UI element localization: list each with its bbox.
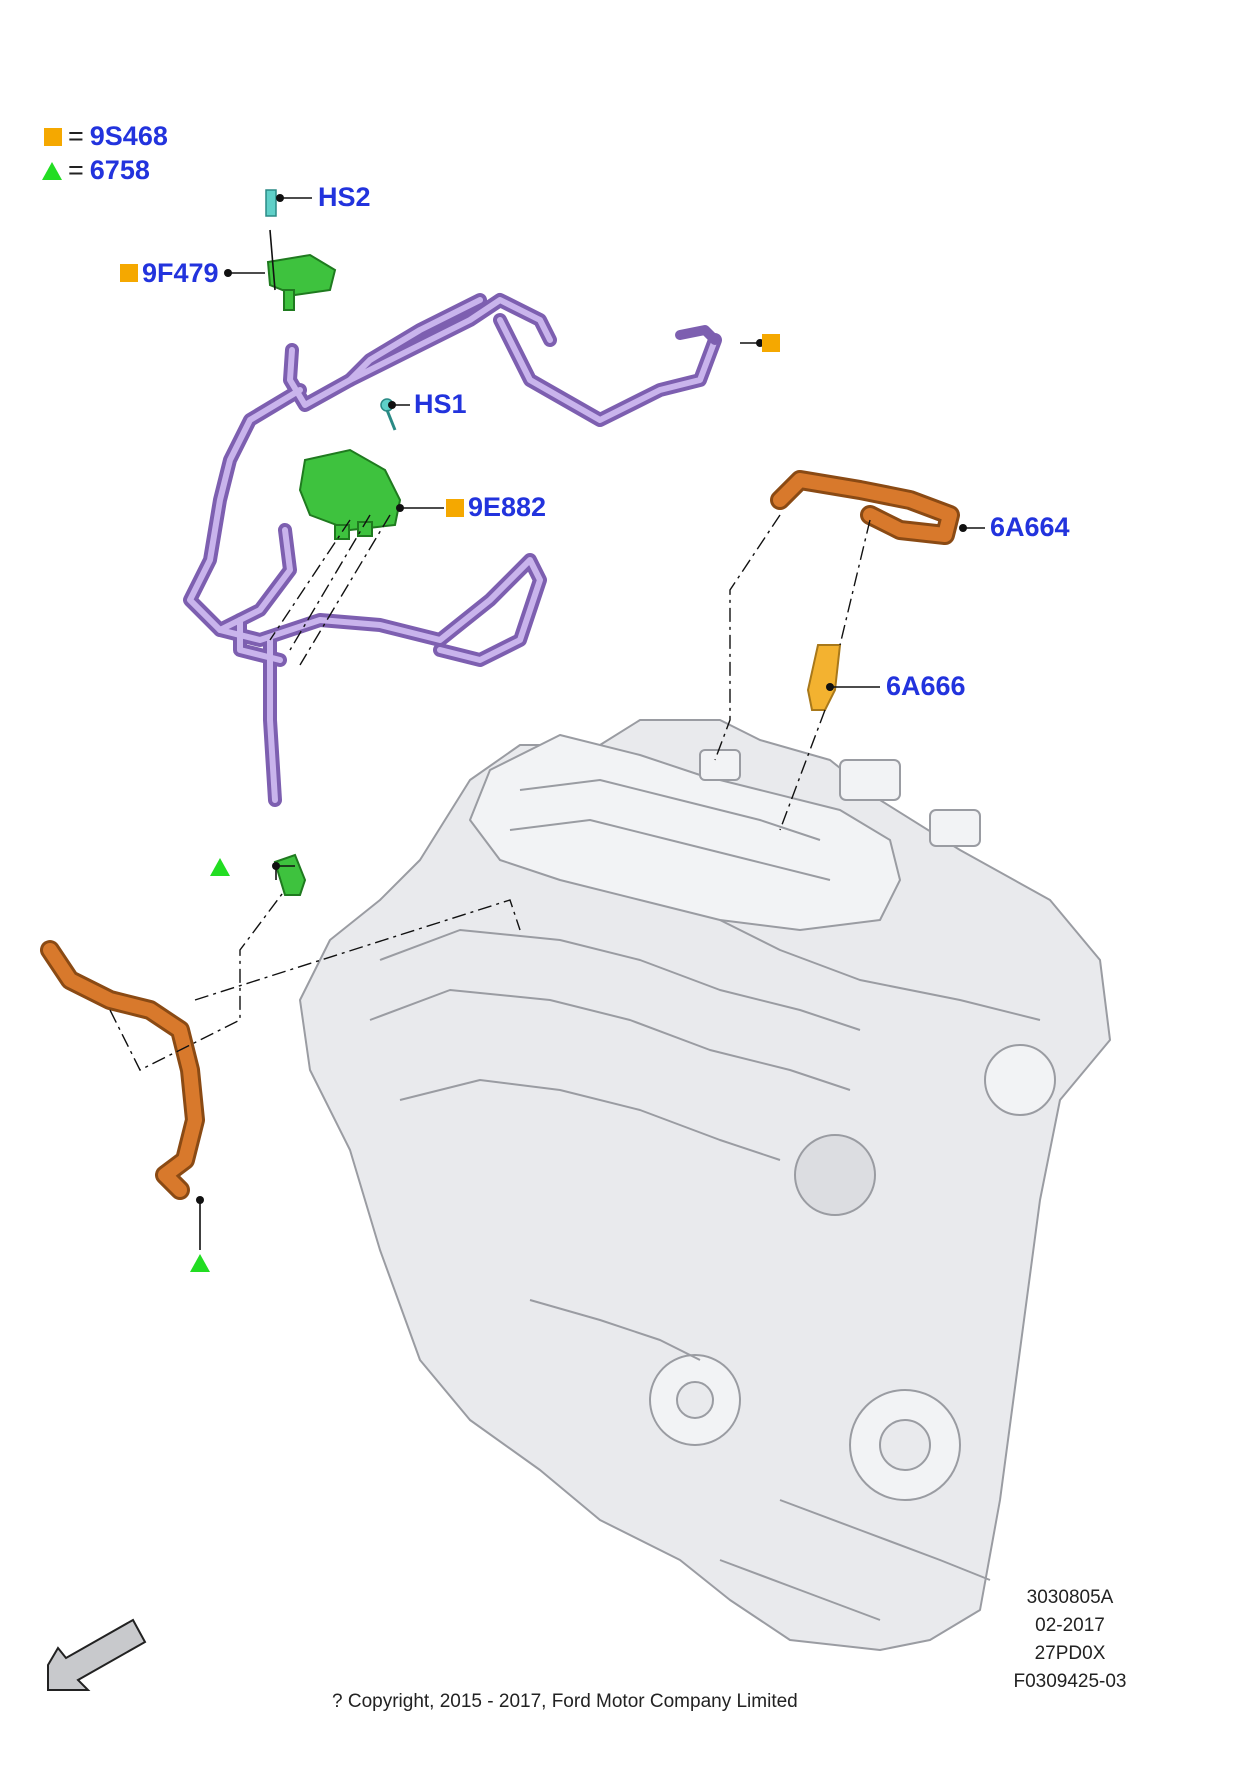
legend-equals: = <box>68 121 84 151</box>
callout-6a664: 6A664 <box>990 512 1070 542</box>
leader-lines <box>199 197 985 1250</box>
engine-assembly <box>299 719 1111 1651</box>
assembly-lines <box>109 514 871 1071</box>
coolant-pipes <box>40 470 960 1200</box>
legend-code: 6758 <box>89 155 150 185</box>
callout-hs1: HS1 <box>414 389 467 419</box>
legend-equals: = <box>68 155 84 185</box>
callout-6a666: 6A666 <box>886 671 966 701</box>
solenoids <box>266 253 402 896</box>
reference-block: 3030805A 02-2017 27PD0X F0309425-03 <box>990 1584 1150 1696</box>
callout-hs2: HS2 <box>318 182 371 212</box>
reference-figure: F0309425-03 <box>1013 1671 1127 1692</box>
legend-row-square: = 9S468 <box>44 121 168 152</box>
copyright-notice: ? Copyright, 2015 - 2017, Ford Motor Com… <box>332 1691 798 1712</box>
front-direction-arrow-icon <box>47 1618 147 1691</box>
callout-9f479: 9F479 <box>142 258 219 288</box>
square-markers <box>120 264 780 517</box>
callout-9e882: 9E882 <box>468 492 547 522</box>
leader-dots <box>196 194 967 1204</box>
triangle-icon <box>42 161 62 180</box>
reference-code: 27PD0X <box>1034 1643 1106 1664</box>
square-icon <box>44 127 62 146</box>
reference-number: 3030805A <box>1026 1587 1114 1608</box>
vacuum-harness <box>183 293 722 807</box>
fasteners <box>265 189 397 431</box>
legend-code: 9S468 <box>89 121 168 151</box>
sensor-6a666 <box>806 644 842 711</box>
legend-row-triangle: = 6758 <box>42 155 150 186</box>
triangle-markers <box>190 858 230 1272</box>
reference-date: 02-2017 <box>1035 1615 1105 1636</box>
